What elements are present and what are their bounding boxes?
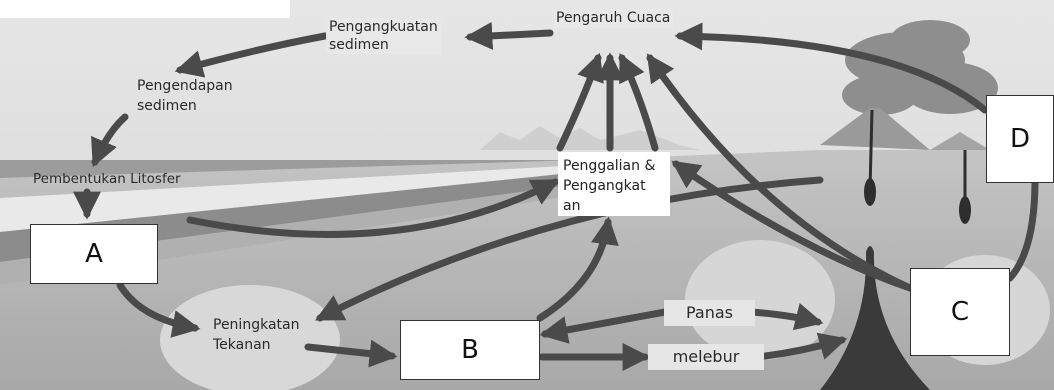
label-penggalian-pengangkatan: Penggalian & Pengangkat an (558, 152, 670, 216)
arrow-b-to-penggalian (536, 216, 619, 322)
arrow-c-to-cuaca (646, 53, 914, 292)
arrow-penggalian-to-cuaca-left (556, 52, 604, 152)
label-pengangkutan-line1: Pengangkuatan (329, 19, 438, 35)
arrow-volcano-to-peningkatan (315, 176, 824, 322)
small-volcano (930, 132, 990, 150)
sediment-layer-light (0, 165, 600, 232)
arrow-cuaca-to-pengangkutan (464, 21, 554, 50)
connector-d-c (1006, 176, 1039, 282)
label-penggalian-line1: Penggalian & (563, 158, 656, 174)
arrow-panas-line (748, 302, 824, 331)
box-a: A (30, 224, 158, 284)
arrow-pengangkutan-to-pengendapan (174, 32, 329, 78)
conduit-1-tip (864, 178, 876, 206)
box-d: D (986, 95, 1054, 183)
box-b: B (400, 320, 540, 380)
arrow-pengendapan-to-pembentukan (91, 113, 129, 168)
arrow-a-to-penggalian (186, 178, 560, 238)
label-pengendapan-line2: sedimen (137, 98, 197, 114)
label-peningkatan-line2: Tekanan (213, 337, 271, 353)
volcano (820, 108, 930, 150)
box-c: C (910, 268, 1010, 356)
magma-chamber (820, 246, 930, 390)
arrow-peningkatan-to-b (304, 339, 398, 368)
label-pengaruh-cuaca: Pengaruh Cuaca (553, 10, 674, 28)
arrow-melebur-to-magma (754, 332, 848, 361)
label-panas: Panas (664, 300, 755, 326)
label-peningkatan-tekanan: Peningkatan Tekanan (210, 315, 302, 355)
conduit-2-tip (959, 196, 971, 224)
label-penggalian-line2: Pengangkat (563, 178, 646, 194)
arrow-a-to-peningkatan (116, 281, 201, 338)
label-pengendapan: Pengendapan sedimen (134, 76, 236, 116)
label-pengangkutan: Pengangkuatan sedimen (326, 18, 441, 54)
arrow-panas-to-b (539, 308, 669, 344)
label-pengendapan-line1: Pengendapan (137, 78, 233, 94)
label-peningkatan-line1: Peningkatan (213, 317, 300, 333)
top-white-band (0, 0, 290, 18)
label-pembentukan-litosfer: Pembentukan Litosfer (33, 171, 181, 187)
label-pengangkutan-line2: sedimen (329, 37, 389, 53)
metamorphic-rock (160, 285, 340, 390)
conduit-1 (868, 109, 874, 191)
label-penggalian-line3: an (563, 198, 581, 214)
arrow-penggalian-to-cuaca-right (618, 52, 659, 152)
arrow-d-to-cuaca (674, 22, 989, 114)
distant-mountains (480, 126, 700, 150)
label-melebur: melebur (648, 344, 764, 370)
